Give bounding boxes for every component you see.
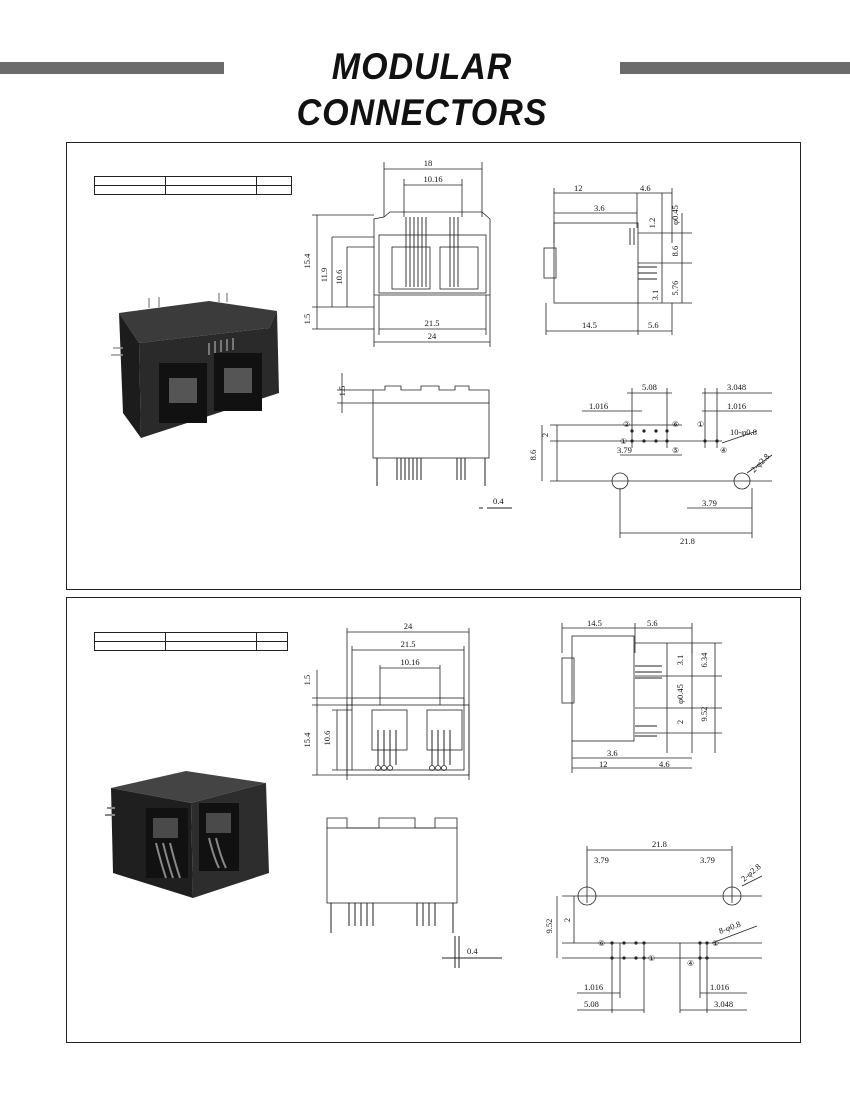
- dim-pin-span: 10.16: [400, 657, 419, 667]
- dim-height-inner: 10.6: [334, 270, 344, 285]
- dim-pitch-a: 5.08: [584, 999, 599, 1009]
- pin-label-1a: ①: [712, 939, 719, 948]
- note-mount-holes: 2-φ2.8: [748, 451, 771, 474]
- dim-upper: 3.1: [675, 655, 685, 666]
- dim-outer-width: 24: [404, 621, 413, 631]
- pin-label-1a: ①: [697, 420, 704, 429]
- spec-table: [94, 632, 288, 651]
- dim-offset-right: 1.016: [710, 982, 729, 992]
- note-mount-holes: 2-φ2.8: [739, 861, 763, 883]
- dim-pitch-b: 3.048: [714, 999, 733, 1009]
- dim-pin-gap: 2: [675, 720, 685, 724]
- dim-bottom-right: 4.6: [659, 759, 670, 769]
- dim-pin-width: 0.4: [467, 946, 478, 956]
- pin-label-2: ②: [623, 420, 630, 429]
- pcb-footprint-drawing: 21.8 3.79 3.79 2-φ2.8 9.52 2 8-φ0.8 1.01…: [544, 839, 763, 1013]
- product-panel-2: 24 21.5 10.16 1.5 15.4 10.6 14.5 5.6 3.1…: [66, 597, 801, 1043]
- dim-tab: 1.5: [337, 386, 347, 397]
- header-rule-right: [620, 62, 850, 74]
- dim-inner-width: 21.5: [425, 318, 440, 328]
- dim-hole-distance: 21.8: [680, 536, 695, 546]
- dim-to-hole: 3.79: [594, 855, 609, 865]
- note-pin-holes: 10-φ0.8: [730, 427, 757, 437]
- dim-offset-left: 1.016: [584, 982, 603, 992]
- dim-hole-right: 3.79: [702, 498, 717, 508]
- dim-bottom-mid: 3.6: [607, 748, 618, 758]
- dim-height-total: 15.4: [302, 253, 312, 269]
- dim-pin-span: 10.16: [423, 174, 442, 184]
- pin-label-4: ④: [720, 446, 727, 455]
- pcb-footprint-drawing: 5.08 3.048 1.016 1.016 2 8.6 3.79 21.8 3…: [528, 382, 773, 546]
- dim-offset-left: 1.016: [589, 401, 608, 411]
- dim-outer-width: 24: [428, 331, 437, 341]
- dim-upper-total: 6.34: [699, 652, 709, 668]
- dim-hole-distance: 21.8: [652, 839, 667, 849]
- pin-label-1b: ①: [620, 437, 627, 446]
- pin-label-6: ⑥: [598, 939, 605, 948]
- page-title: MODULAR CONNECTORS: [239, 44, 605, 133]
- dim-hole-right: 3.79: [700, 855, 715, 865]
- dim-depth: 14.5: [582, 320, 597, 330]
- dim-top-total: 12: [574, 183, 583, 193]
- dim-row-gap: 2: [562, 918, 572, 922]
- dim-upper: 8.6: [670, 246, 680, 257]
- dim-height-body: 11.9: [319, 268, 329, 283]
- dim-lower: 9.52: [699, 707, 709, 722]
- dim-bottom: 1.5: [302, 314, 312, 325]
- dim-top: 1.5: [302, 675, 312, 686]
- front-view-drawing: 24 21.5 10.16 1.5 15.4 10.6: [302, 621, 470, 780]
- dim-inner-width: 21.5: [401, 639, 416, 649]
- dim-height-inner: 10.6: [322, 731, 332, 746]
- pin-label-4: ④: [687, 959, 694, 968]
- dim-height: 8.6: [528, 450, 538, 461]
- bottom-view-drawing: 1.5 0.4: [337, 373, 512, 509]
- header-rule-left: [0, 62, 224, 74]
- dim-top-right: 4.6: [640, 183, 651, 193]
- dim-bottom-total: 12: [599, 759, 608, 769]
- dim-top-mid: 3.6: [594, 203, 605, 213]
- dim-pitch-a: 5.08: [642, 382, 657, 392]
- dim-overall-width: 18: [424, 158, 433, 168]
- connector-photo: [105, 771, 269, 898]
- dim-pitch-b: 3.048: [727, 382, 746, 392]
- dim-tail: 5.6: [647, 618, 658, 628]
- bottom-view-drawing: 0.4: [326, 817, 502, 968]
- dim-pin-dia: φ0.45: [670, 205, 680, 225]
- pin-label-6: ⑥: [672, 420, 679, 429]
- dim-tail: 5.6: [648, 320, 659, 330]
- dim-pin-dia: φ0.45: [675, 684, 685, 704]
- dim-offset-right: 1.016: [727, 401, 746, 411]
- product-panel-1: 18 10.16 15.4 11.9 10.6 1.5 21.5 24 12 4…: [66, 142, 801, 590]
- dim-lower: 5.76: [670, 281, 680, 296]
- pin-label-1b: ①: [648, 954, 655, 963]
- side-view-drawing: 12 4.6 3.6 1.2 φ0.45 8.6 5.76 3.1 14.5 5…: [543, 183, 692, 335]
- side-view-drawing: 14.5 5.6 3.1 6.34 φ0.45 2 9.52 3.6 12 4.…: [561, 618, 722, 773]
- dim-height-total: 15.4: [302, 732, 312, 748]
- dim-row-gap: 2: [540, 433, 550, 437]
- dim-pin-gap: 1.2: [647, 218, 657, 229]
- dim-depth: 14.5: [587, 618, 602, 628]
- spec-table: [94, 176, 292, 195]
- dim-height: 9.52: [544, 919, 554, 934]
- pin-label-5: ⑤: [672, 446, 679, 455]
- front-view-drawing: 18 10.16 15.4 11.9 10.6 1.5 21.5 24: [302, 158, 491, 347]
- dim-to-hole: 3.79: [617, 445, 632, 455]
- dim-pin-width: 0.4: [493, 496, 504, 506]
- dim-stub: 3.1: [650, 290, 660, 301]
- connector-photo: [111, 293, 279, 438]
